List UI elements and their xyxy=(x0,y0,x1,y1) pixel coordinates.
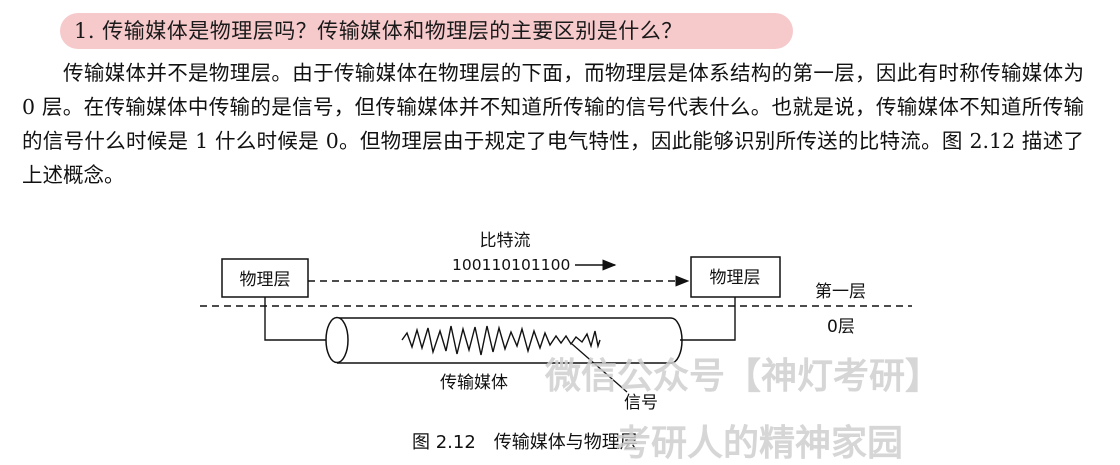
right-physical-layer-label: 物理层 xyxy=(710,268,761,288)
watermark-line2: 考研人的精神家园 xyxy=(615,423,903,464)
bitstream-bits: 100110101100 xyxy=(452,256,570,274)
signal-waveform xyxy=(401,325,601,356)
answer-paragraph: 传输媒体并不是物理层。由于传输媒体在物理层的下面，而物理层是体系结构的第一层，因… xyxy=(22,61,1084,187)
transmission-medium-cylinder xyxy=(325,316,683,364)
signal-pointer-line xyxy=(571,343,628,393)
layer1-label: 第一层 xyxy=(815,282,866,302)
left-physical-layer-label: 物理层 xyxy=(240,270,291,290)
right-connector xyxy=(680,297,736,341)
question-heading: 1. 传输媒体是物理层吗？传输媒体和物理层的主要区别是什么？ xyxy=(74,19,683,43)
layer0-label: 0层 xyxy=(827,317,855,337)
figure-caption: 图 2.12 传输媒体与物理层 xyxy=(412,432,638,453)
bitstream-label: 比特流 xyxy=(480,231,531,251)
question-highlight xyxy=(60,13,793,49)
left-connector xyxy=(264,297,333,341)
right-physical-layer-box xyxy=(690,256,781,298)
signal-label: 信号 xyxy=(624,393,658,413)
left-physical-layer-box xyxy=(221,258,309,298)
medium-label: 传输媒体 xyxy=(440,373,508,393)
watermark-line1: 微信公众号【神灯考研】 xyxy=(544,356,941,397)
